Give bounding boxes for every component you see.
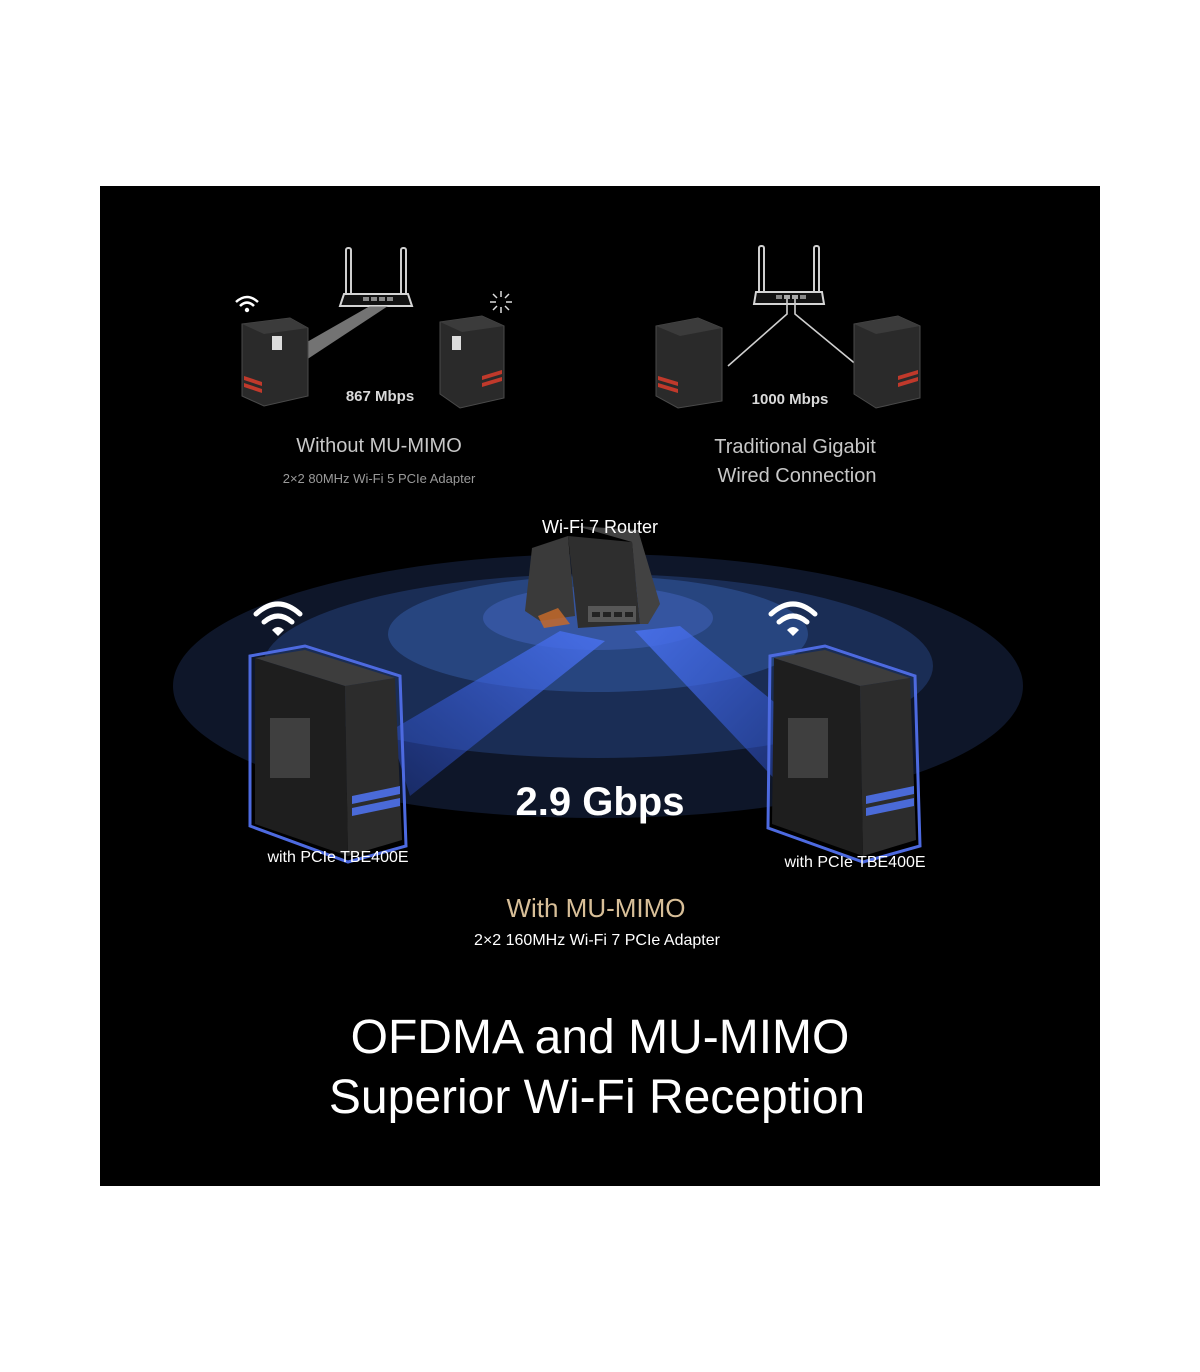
without-mu-mimo-subtitle: 2×2 80MHz Wi-Fi 5 PCIe Adapter bbox=[282, 471, 476, 486]
speed-867-label: 867 Mbps bbox=[345, 388, 415, 405]
wifi-icon-left bbox=[253, 601, 303, 636]
wired-connection-illustration bbox=[655, 245, 921, 409]
infographic-panel: 867 Mbps Without MU-MIMO 2×2 80MHz Wi-Fi… bbox=[100, 186, 1100, 1186]
headline-line2: Superior Wi-Fi Reception bbox=[328, 1071, 866, 1124]
pc-tower-left bbox=[655, 317, 723, 409]
router-icon bbox=[338, 247, 414, 307]
wired-title-line1: Traditional Gigabit bbox=[714, 436, 876, 458]
pc-tower-left bbox=[248, 644, 408, 864]
without-mu-mimo-title: Without MU-MIMO bbox=[296, 435, 462, 457]
wifi-icon-right bbox=[768, 601, 818, 636]
signal-beam-left bbox=[390, 631, 605, 796]
ethernet-cables bbox=[727, 299, 859, 367]
with-mu-mimo-title: With MU-MIMO bbox=[506, 893, 686, 923]
wifi7-router bbox=[525, 526, 660, 628]
pc-tower-right bbox=[439, 315, 505, 409]
pc-tower-right bbox=[766, 644, 922, 864]
speed-1000-label: 1000 Mbps bbox=[751, 391, 829, 408]
wired-title-line2: Wired Connection bbox=[717, 465, 877, 487]
headline-line1: OFDMA and MU-MIMO bbox=[350, 1011, 850, 1064]
pc-tower-right bbox=[853, 315, 921, 409]
right-pc-label: with PCIe TBE400E bbox=[784, 854, 926, 871]
signal-beam bbox=[286, 306, 388, 364]
router-icon bbox=[752, 245, 826, 305]
left-pc-label: with PCIe TBE400E bbox=[267, 849, 409, 866]
wifi-icon bbox=[235, 295, 259, 313]
pc-tower-left bbox=[241, 317, 309, 407]
speed-2-9-gbps-label: 2.9 Gbps bbox=[515, 780, 685, 824]
loading-spinner-icon bbox=[490, 291, 512, 313]
router-label: Wi-Fi 7 Router bbox=[541, 517, 658, 537]
with-mu-mimo-subtitle: 2×2 160MHz Wi-Fi 7 PCIe Adapter bbox=[474, 932, 720, 949]
mu-mimo-illustration bbox=[173, 526, 1023, 864]
signal-beam-right bbox=[635, 626, 810, 806]
without-mu-mimo-illustration bbox=[235, 247, 512, 409]
